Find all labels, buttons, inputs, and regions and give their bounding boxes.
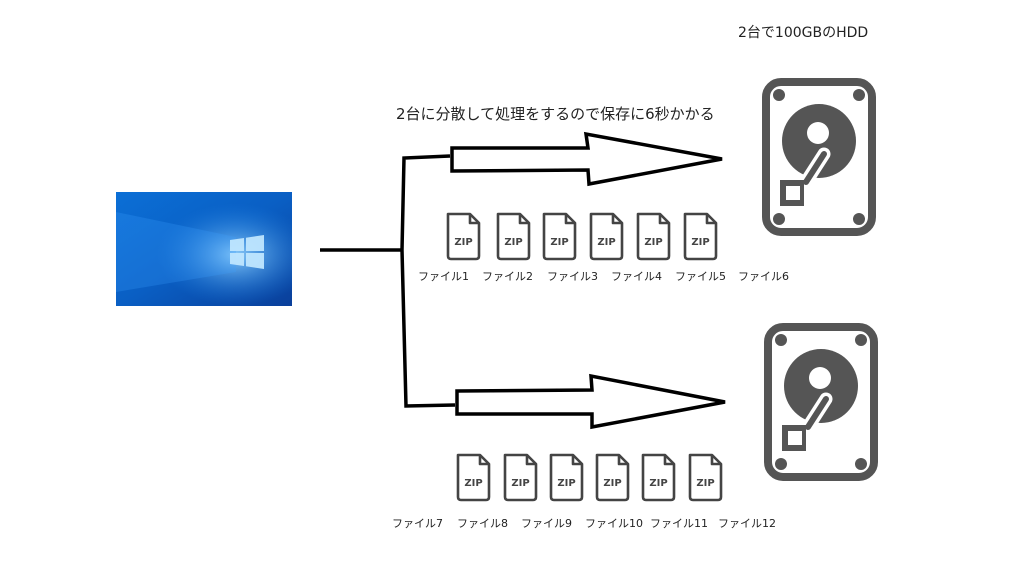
zip-file-icon: ZIP	[589, 212, 624, 261]
zip-file-icon: ZIP	[446, 212, 481, 261]
zip-file-text: ZIP	[454, 237, 472, 248]
hdd-icon-lower	[764, 323, 878, 481]
zip-file-icon: ZIP	[683, 212, 718, 261]
zip-file-icon: ZIP	[503, 453, 538, 502]
file-label: ファイル1	[418, 270, 469, 283]
arrow-lower	[455, 373, 726, 430]
zip-file-text: ZIP	[696, 478, 714, 489]
file-label: ファイル4	[611, 270, 662, 283]
zip-file-icon: ZIP	[636, 212, 671, 261]
zip-file-text: ZIP	[557, 478, 575, 489]
zip-file-icon: ZIP	[641, 453, 676, 502]
hdd-icon-upper	[762, 78, 876, 236]
arrow-upper	[450, 131, 723, 187]
zip-file-text: ZIP	[603, 478, 621, 489]
hdd-title: 2台で100GBのHDD	[738, 25, 869, 41]
zip-file-icon: ZIP	[595, 453, 630, 502]
zip-file-text: ZIP	[504, 237, 522, 248]
file-label: ファイル11	[650, 517, 708, 530]
zip-file-text: ZIP	[691, 237, 709, 248]
file-label: ファイル2	[482, 270, 533, 283]
file-label: ファイル3	[547, 270, 598, 283]
zip-file-text: ZIP	[550, 237, 568, 248]
zip-file-icon: ZIP	[549, 453, 584, 502]
file-label: ファイル5	[675, 270, 726, 283]
zip-file-icon: ZIP	[496, 212, 531, 261]
zip-file-text: ZIP	[597, 237, 615, 248]
file-label: ファイル9	[521, 517, 572, 530]
file-label: ファイル8	[457, 517, 508, 530]
zip-file-text: ZIP	[649, 478, 667, 489]
zip-file-text: ZIP	[464, 478, 482, 489]
file-label: ファイル7	[392, 517, 443, 530]
file-label: ファイル12	[718, 517, 776, 530]
zip-file-icon: ZIP	[456, 453, 491, 502]
branch-line-upper	[400, 154, 451, 251]
file-label: ファイル6	[738, 270, 789, 283]
file-label: ファイル10	[585, 517, 643, 530]
zip-file-icon: ZIP	[688, 453, 723, 502]
process-caption: 2台に分散して処理をするので保存に6秒かかる	[396, 105, 715, 123]
windows-desktop-icon	[116, 192, 292, 306]
zip-file-icon: ZIP	[542, 212, 577, 261]
zip-file-text: ZIP	[644, 237, 662, 248]
zip-file-text: ZIP	[511, 478, 529, 489]
